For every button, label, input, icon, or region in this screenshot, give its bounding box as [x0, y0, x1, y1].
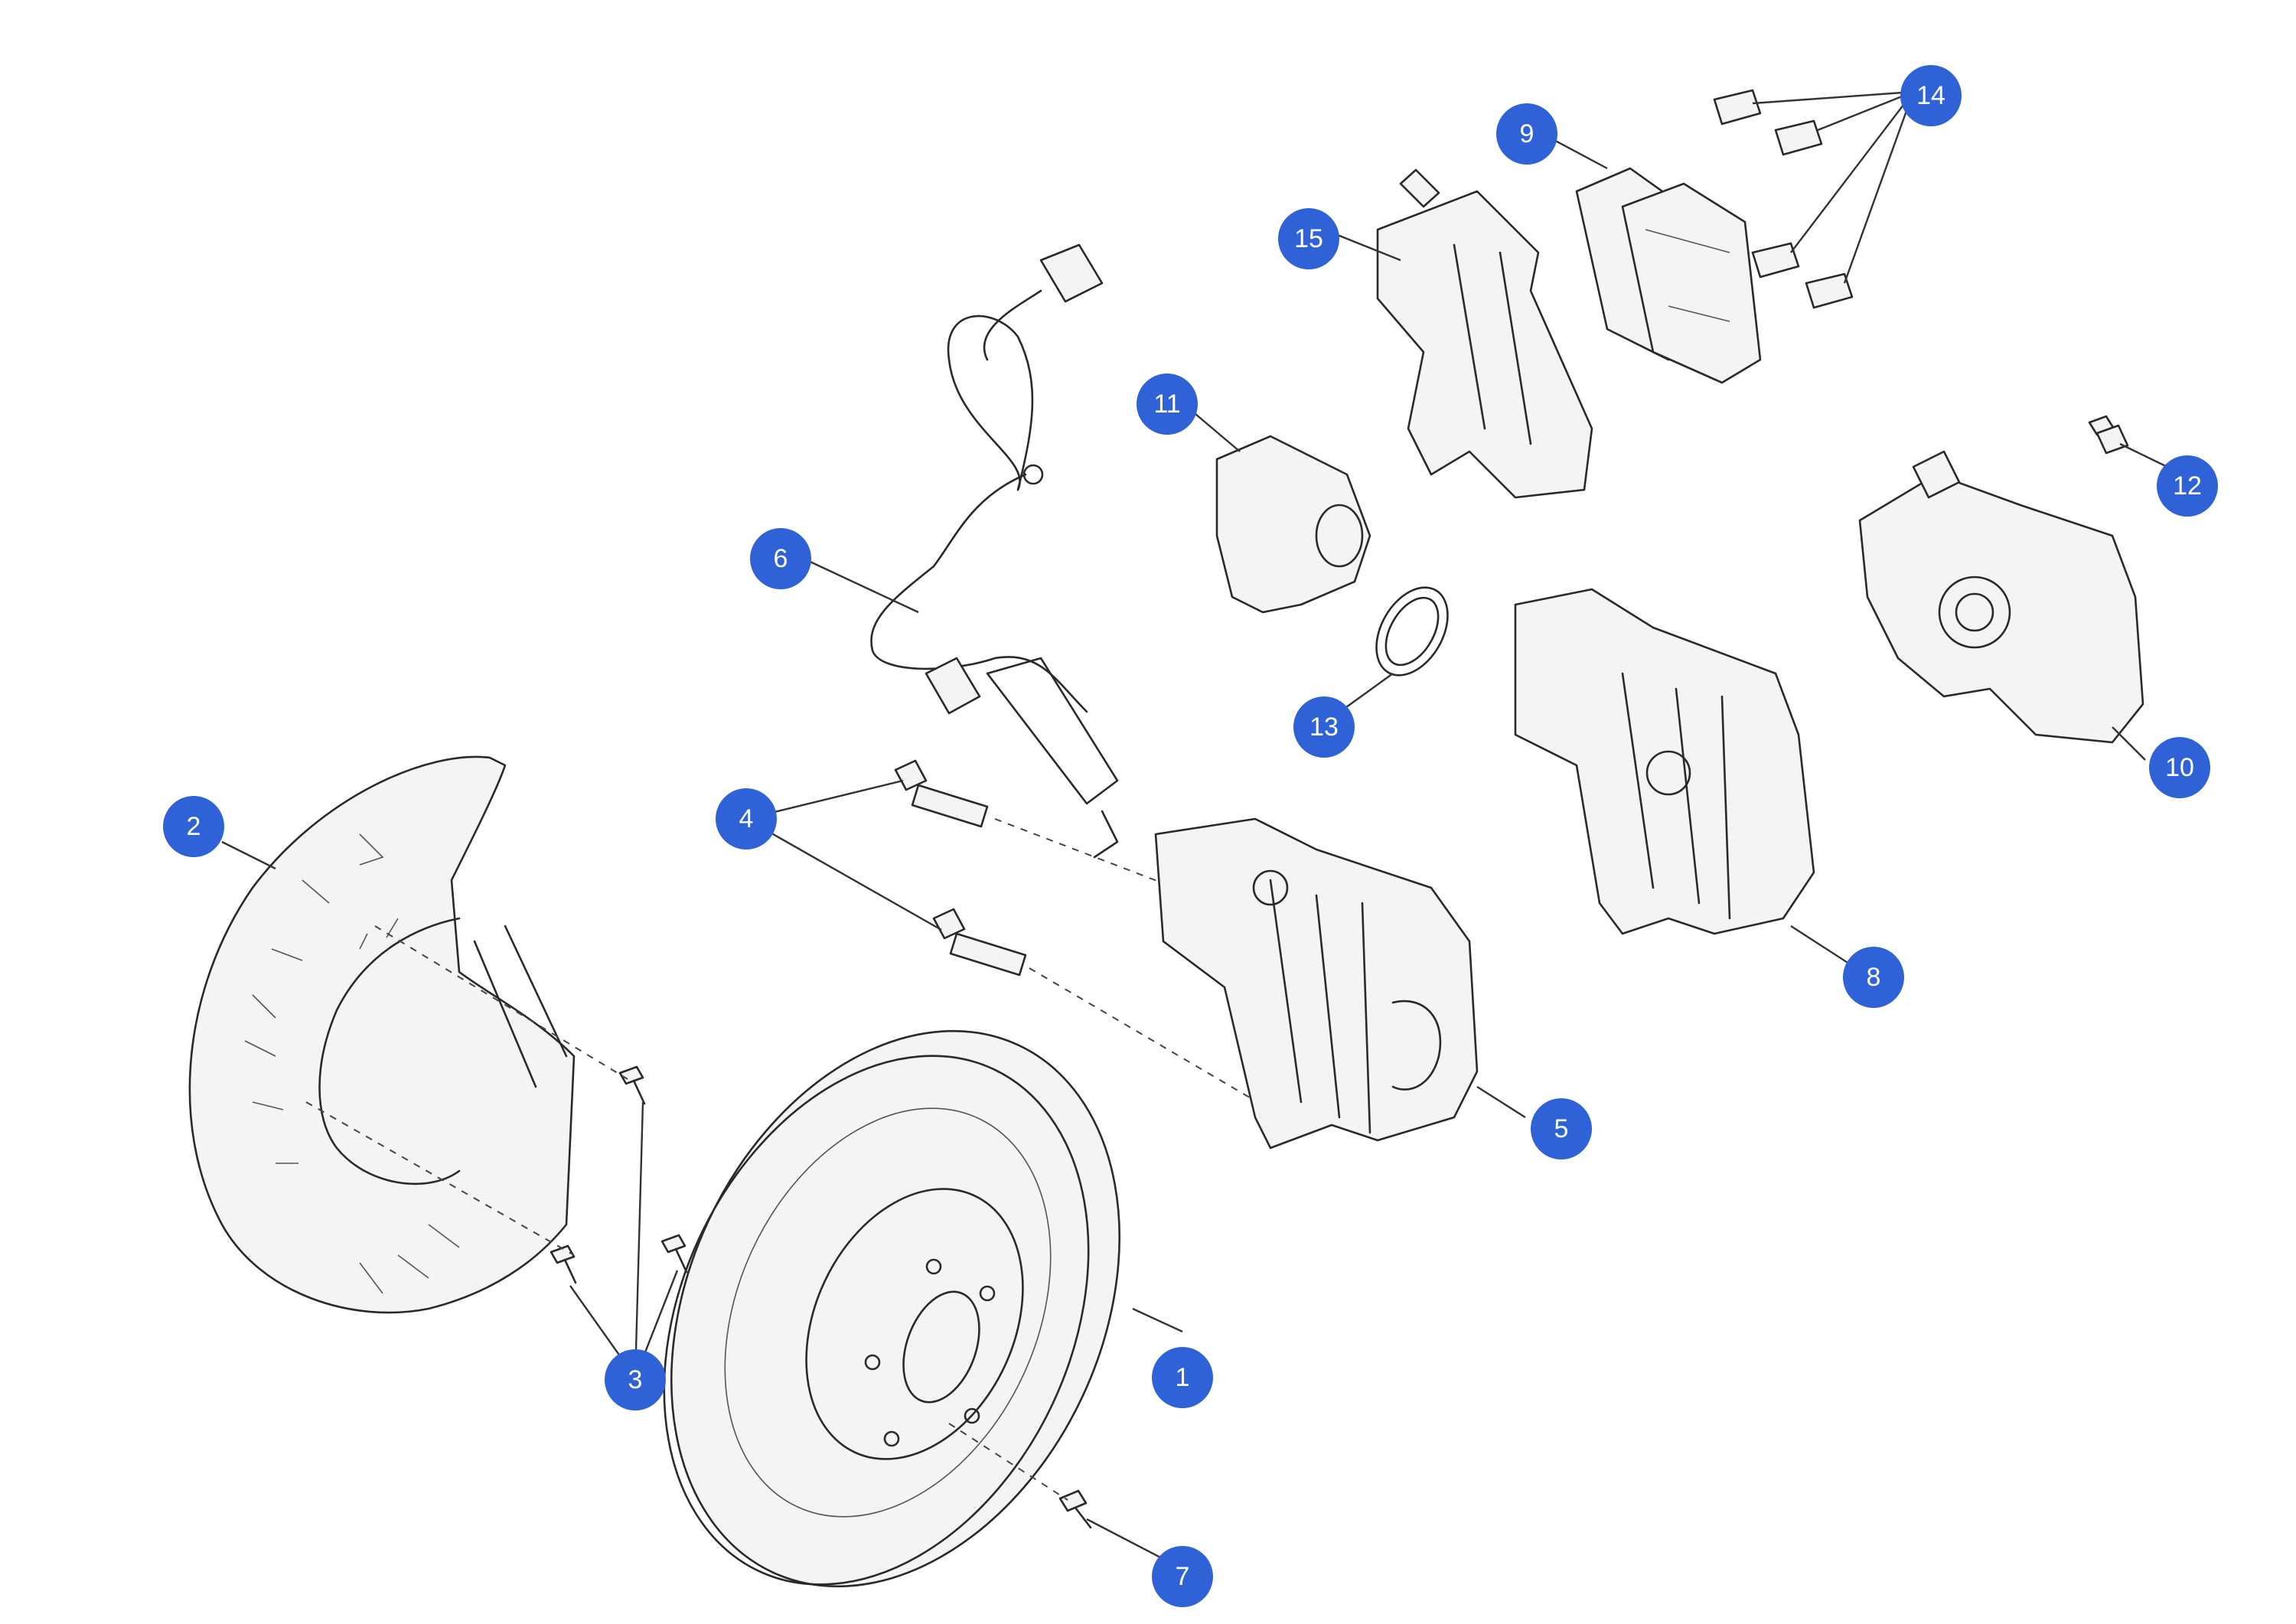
sensor-cable [870, 243, 1119, 859]
dust-shield [188, 755, 576, 1314]
svg-text:9: 9 [1520, 119, 1534, 148]
svg-text:6: 6 [774, 544, 788, 573]
caliper-carrier [1376, 168, 1593, 499]
callout-7: 7 [1152, 1546, 1213, 1607]
svg-text:11: 11 [1153, 390, 1180, 419]
callout-9: 9 [1496, 103, 1557, 165]
caliper-piston-housing [1215, 435, 1371, 614]
bleed-screw [2088, 415, 2129, 455]
caliper-with-carrier [1514, 588, 1815, 935]
piston-seal [1375, 586, 1449, 677]
assembly-guide-lines [305, 818, 1271, 1501]
svg-text:2: 2 [187, 812, 201, 841]
brake-pads [1575, 167, 1762, 384]
callout-15: 15 [1278, 208, 1339, 269]
svg-text:13: 13 [1309, 713, 1339, 742]
svg-text:3: 3 [628, 1365, 643, 1394]
callout-1: 1 [1152, 1347, 1213, 1408]
callout-3: 3 [605, 1349, 666, 1410]
callout-10: 10 [2149, 737, 2210, 798]
callout-11: 11 [1137, 373, 1198, 435]
callout-12: 12 [2157, 455, 2218, 517]
svg-text:15: 15 [1294, 224, 1323, 253]
svg-text:4: 4 [739, 804, 754, 833]
callout-8: 8 [1843, 947, 1904, 1008]
svg-text:8: 8 [1867, 963, 1881, 992]
svg-text:1: 1 [1176, 1363, 1190, 1392]
brake-disc [663, 1029, 1120, 1588]
callout-5: 5 [1531, 1098, 1592, 1159]
pad-clips [1713, 89, 1854, 309]
callouts: 1 2 3 4 5 6 7 8 9 10 11 12 13 14 15 [163, 65, 2218, 1607]
svg-text:5: 5 [1554, 1114, 1569, 1143]
callout-6: 6 [750, 528, 811, 589]
disc-screw [1058, 1489, 1092, 1529]
caliper-assembly [1154, 817, 1479, 1150]
callout-14: 14 [1900, 65, 1962, 126]
callout-2: 2 [163, 796, 224, 857]
svg-text:12: 12 [2173, 471, 2202, 501]
parking-brake-motor-unit [1858, 450, 2144, 744]
svg-text:7: 7 [1176, 1562, 1190, 1591]
callout-4: 4 [716, 788, 777, 850]
callout-13: 13 [1293, 696, 1355, 758]
svg-text:14: 14 [1916, 81, 1945, 110]
shield-screws [550, 1065, 688, 1284]
guide-bolts [894, 759, 1027, 977]
svg-text:10: 10 [2165, 753, 2194, 782]
